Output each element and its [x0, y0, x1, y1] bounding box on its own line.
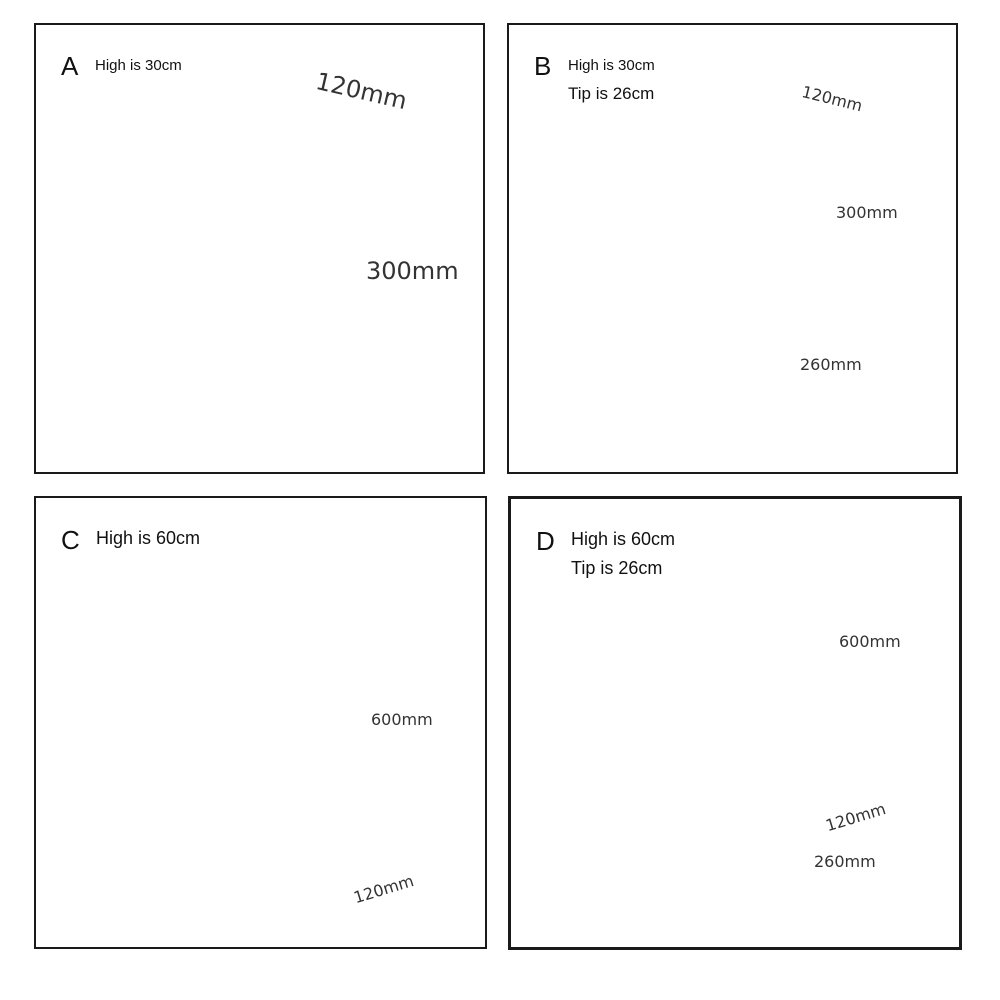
- width-dimension: 120mm: [823, 799, 888, 836]
- variant-letter: B: [534, 51, 552, 81]
- height-note: High is 30cm: [568, 57, 655, 74]
- height-dimension: 300mm: [836, 203, 898, 222]
- height-dimension: 300mm: [366, 257, 459, 285]
- width-dimension: 120mm: [351, 871, 416, 908]
- height-note: High is 60cm: [96, 528, 201, 548]
- tip-note: Tip is 26cm: [568, 84, 655, 103]
- height-note: High is 30cm: [95, 57, 182, 74]
- tip-dimension: 260mm: [814, 852, 876, 871]
- height-note: High is 60cm: [571, 529, 676, 549]
- variant-b-panel: B High is 30cm Tip is 26cm 120mm 300mm 2…: [507, 23, 958, 474]
- tip-dimension: 260mm: [800, 355, 862, 374]
- variant-letter: A: [61, 51, 79, 81]
- variant-a-panel: A High is 30cm 120mm 300mm: [34, 23, 485, 474]
- width-dimension: 120mm: [799, 82, 865, 116]
- variant-letter: C: [61, 525, 80, 555]
- variant-c-panel: C High is 60cm 600mm 120mm: [34, 496, 487, 949]
- variant-letter: D: [536, 526, 555, 556]
- width-dimension: 120mm: [313, 67, 410, 116]
- tip-note: Tip is 26cm: [571, 558, 663, 578]
- variant-d-panel: D High is 60cm Tip is 26cm 600mm 120mm 2…: [508, 496, 962, 950]
- height-dimension: 600mm: [839, 632, 901, 651]
- height-dimension: 600mm: [371, 710, 433, 729]
